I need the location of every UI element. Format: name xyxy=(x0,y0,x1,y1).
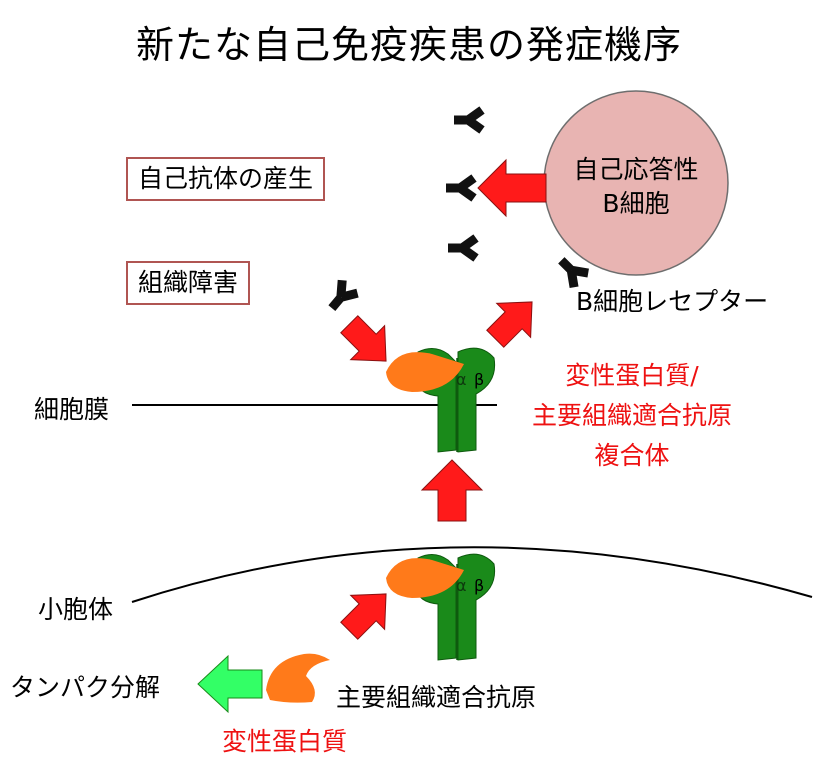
autoantibody-production-box: 自己抗体の産生 xyxy=(126,157,326,201)
arrow-degradation xyxy=(197,654,263,714)
protein-degradation-label: タンパク分解 xyxy=(10,673,161,702)
arrow-protein-to-mhc xyxy=(340,593,387,640)
cell-membrane-label: 細胞膜 xyxy=(34,395,110,424)
misfolded-protein-endosome xyxy=(386,558,464,598)
arrow-complex-to-b-cell xyxy=(486,301,533,348)
tissue-damage-box: 組織障害 xyxy=(126,261,251,305)
beta-label-membrane: β xyxy=(474,370,485,389)
alpha-label-membrane: α xyxy=(456,370,467,389)
antibody-icon xyxy=(448,238,476,258)
complex-label-line1: 変性蛋白質/ xyxy=(565,361,699,390)
endosome-curve xyxy=(131,546,813,603)
arrow-endosome-to-membrane xyxy=(420,459,484,522)
b-cell-label-line1: 自己応答性 xyxy=(573,155,699,184)
complex-label-line2: 主要組織適合抗原 xyxy=(531,401,732,430)
mhc-label: 主要組織適合抗原 xyxy=(336,683,537,712)
arrow-b-cell-to-antibodies xyxy=(477,158,547,218)
complex-label-line3: 複合体 xyxy=(594,441,670,470)
misfolded-protein-membrane xyxy=(386,352,464,392)
endosome-label: 小胞体 xyxy=(38,595,114,624)
b-cell-label-line2: B細胞 xyxy=(602,189,670,218)
page-title: 新たな自己免疫疾患の発症機序 xyxy=(135,23,682,67)
misfolded-protein-free xyxy=(266,653,330,703)
alpha-label-endosome: α xyxy=(456,576,467,595)
antibody-icon xyxy=(454,110,482,130)
misfolded-protein-label: 変性蛋白質 xyxy=(222,727,348,756)
antibody-icon xyxy=(446,178,474,198)
b-cell-receptor-label: B細胞レセプター xyxy=(576,287,769,316)
arrow-antibody-to-complex xyxy=(340,315,387,362)
antibody-icon xyxy=(324,280,357,314)
beta-label-endosome: β xyxy=(474,576,485,595)
